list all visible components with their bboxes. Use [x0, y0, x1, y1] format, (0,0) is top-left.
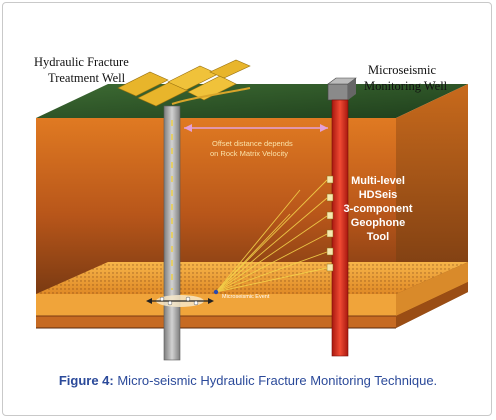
offset-distance-arrow [184, 124, 328, 132]
target-layer-front [36, 294, 396, 316]
event-label: Microseismic Event [222, 294, 270, 300]
target-layer-dotted [36, 262, 468, 294]
tool-label-line1: Multi-level [351, 175, 405, 187]
tool-label-line3: 3-component [343, 203, 412, 215]
offset-label-line1: Offset distance depends [212, 139, 293, 148]
treatment-well-label-line1: Hydraulic Fracture [34, 55, 129, 69]
frac-equipment [117, 59, 251, 107]
tool-label-line5: Tool [367, 231, 389, 243]
caption-text: Micro-seismic Hydraulic Fracture Monitor… [113, 373, 438, 388]
fracture-zone [146, 289, 219, 307]
treatment-well-label-line2: Treatment Well [48, 71, 126, 85]
monitoring-wellhead [327, 77, 357, 101]
lower-strata-side [396, 282, 468, 328]
monitoring-well-label-line1: Microseismic [368, 63, 436, 77]
ground-surface [36, 84, 468, 118]
caption-prefix: Figure 4: [58, 373, 114, 388]
figure-caption: Figure 4: Micro-seismic Hydraulic Fractu… [0, 373, 496, 388]
offset-label-line2: on Rock Matrix Velocity [210, 149, 288, 158]
monitoring-well-label-line2: Monitoring Well [364, 79, 448, 93]
lower-strata-front [36, 316, 396, 328]
tool-label-line2: HDSeis [359, 189, 398, 201]
seismic-rays [215, 179, 328, 293]
tool-label: Multi-level HDSeis 3-component Geophone … [343, 175, 412, 243]
target-layer-side [396, 262, 468, 316]
monitoring-well-bore [331, 99, 349, 357]
tool-label-line4: Geophone [351, 217, 405, 229]
geophone-array [326, 175, 334, 272]
